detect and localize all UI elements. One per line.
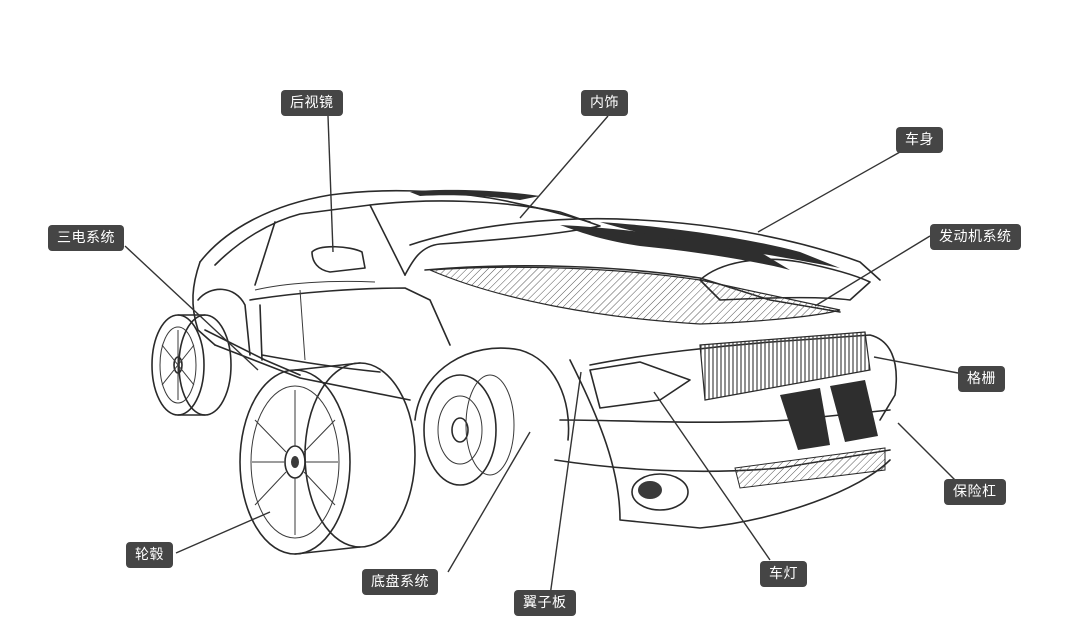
label-battery-system: 三电系统 (48, 225, 124, 251)
label-body: 车身 (896, 127, 943, 153)
label-fender: 翼子板 (514, 590, 576, 616)
label-mirror: 后视镜 (281, 90, 343, 116)
label-wheel-hub: 轮毂 (126, 542, 173, 568)
label-lights: 车灯 (760, 561, 807, 587)
front-right-wheel (423, 374, 515, 486)
label-interior: 内饰 (581, 90, 628, 116)
rear-left-wheel (151, 314, 232, 416)
front-left-wheel (239, 362, 416, 555)
car-body-outline (192, 189, 897, 529)
label-grille: 格栅 (958, 366, 1005, 392)
label-bumper: 保险杠 (944, 479, 1006, 505)
label-chassis-system: 底盘系统 (362, 569, 438, 595)
label-engine-system: 发动机系统 (930, 224, 1021, 250)
leader-lines (124, 115, 959, 597)
